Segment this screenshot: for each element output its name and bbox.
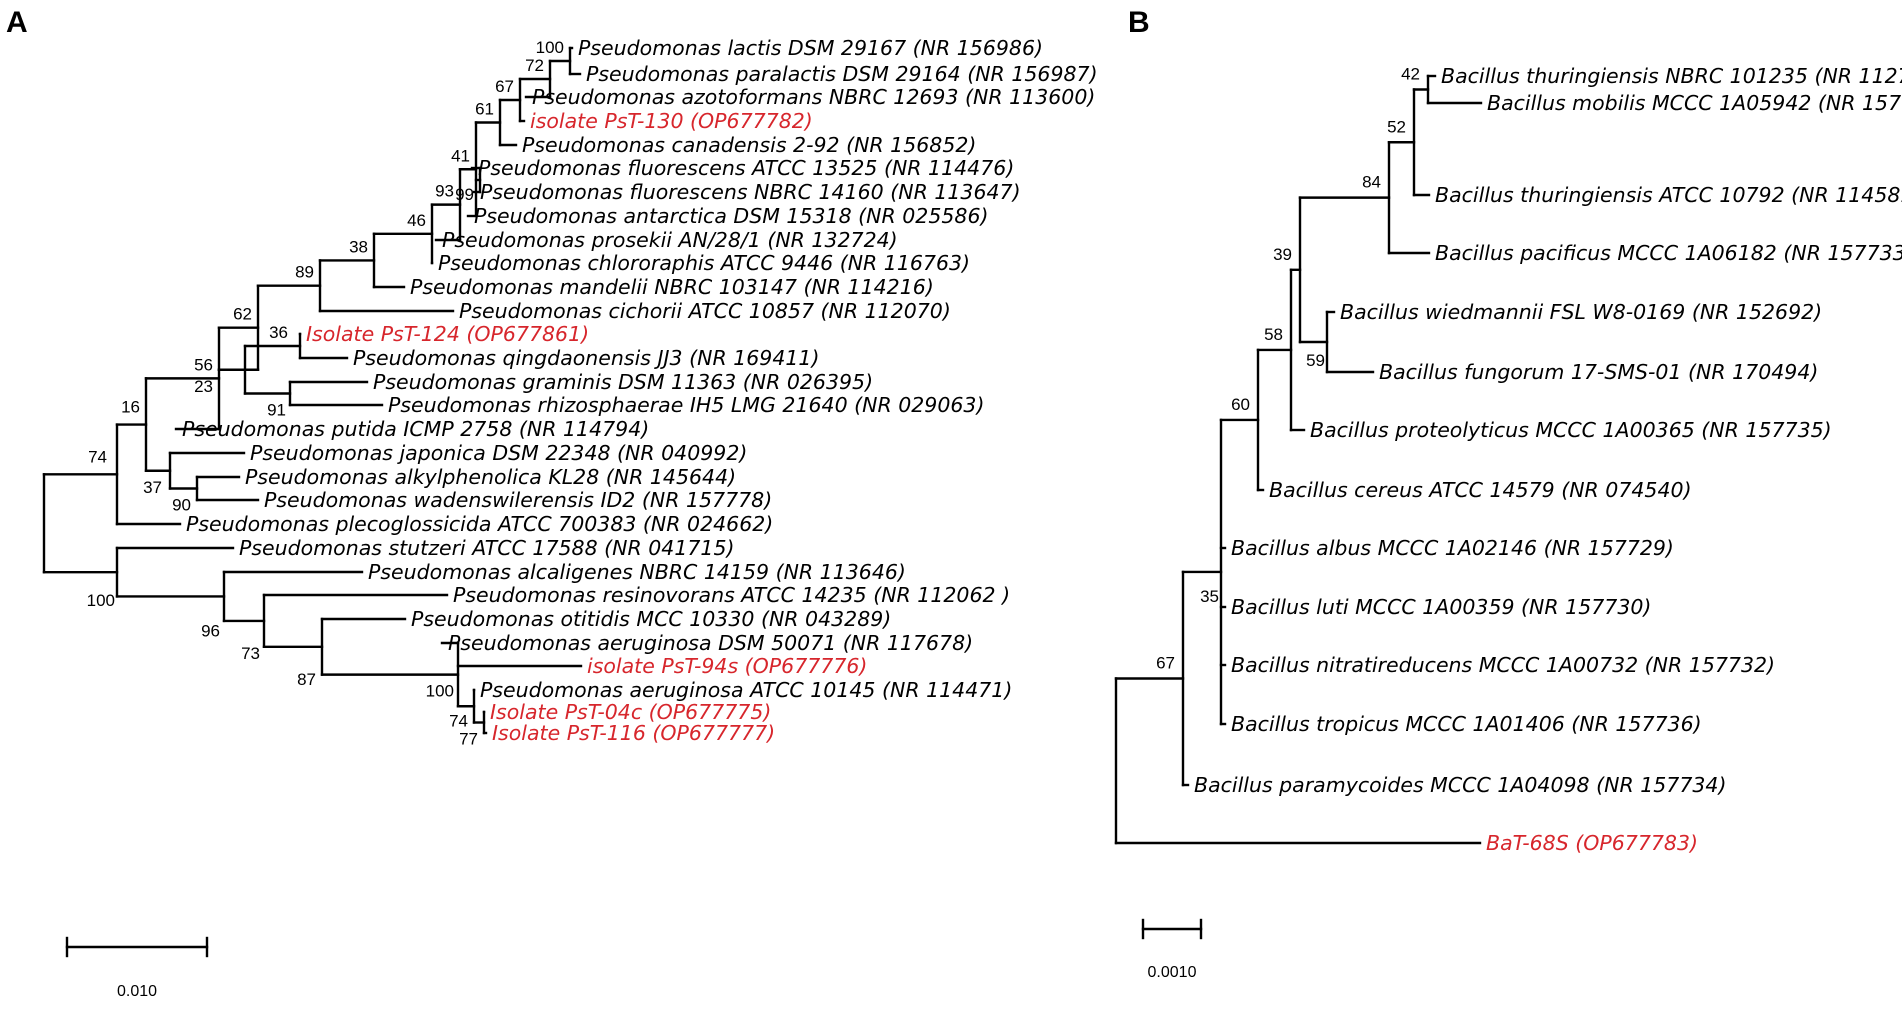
bootstrap-value: 67 [1156, 653, 1175, 672]
bootstrap-value: 87 [297, 670, 316, 689]
isolate-leaf-label: Isolate PsT-124 (OP677861) [306, 322, 589, 346]
taxon-leaf-label: Pseudomonas lactis DSM 29167 (NR 156986) [578, 36, 1043, 60]
taxon-leaf-label: Bacillus nitratireducens MCCC 1A00732 (N… [1231, 653, 1775, 677]
taxon-leaf-label: Pseudomonas graminis DSM 11363 (NR 02639… [373, 370, 873, 394]
taxon-leaf-label: Bacillus pacificus MCCC 1A06182 (NR 1577… [1435, 241, 1902, 265]
bootstrap-value: 90 [172, 496, 191, 515]
taxon-leaf-label: Pseudomonas aeruginosa ATCC 10145 (NR 11… [480, 678, 1012, 702]
taxon-leaf-label: Pseudomonas mandelii NBRC 103147 (NR 114… [410, 275, 934, 299]
tree-panel-a: Pseudomonas lactis DSM 29167 (NR 156986)… [42, 36, 1098, 749]
bootstrap-value: 58 [1264, 325, 1283, 344]
scale-bar-label: 0.0010 [1148, 964, 1197, 981]
bootstrap-value: 16 [121, 398, 140, 417]
bootstrap-value: 100 [87, 591, 115, 610]
isolate-leaf-label: isolate PsT-130 (OP677782) [530, 109, 813, 133]
scale-bar-b: 0.0010 [1141, 918, 1203, 981]
taxon-leaf-label: Bacillus cereus ATCC 14579 (NR 074540) [1269, 478, 1692, 502]
taxon-leaf-label: Pseudomonas alcaligenes NBRC 14159 (NR 1… [368, 560, 906, 584]
bootstrap-value: 74 [449, 711, 468, 730]
taxon-leaf-label: Pseudomonas aeruginosa DSM 50071 (NR 117… [448, 631, 973, 655]
bootstrap-value: 38 [349, 237, 368, 256]
tree-panel-b: Bacillus thuringiensis NBRC 101235 (NR 1… [1114, 64, 1902, 855]
bootstrap-value: 73 [241, 644, 260, 663]
taxon-leaf-label: Pseudomonas otitidis MCC 10330 (NR 04328… [411, 607, 891, 631]
taxon-leaf-label: Bacillus thuringiensis ATCC 10792 (NR 11… [1435, 183, 1902, 207]
bootstrap-value: 91 [267, 401, 286, 420]
bootstrap-value: 96 [201, 621, 220, 640]
bootstrap-value: 59 [1306, 351, 1325, 370]
bootstrap-value: 74 [88, 447, 107, 466]
taxon-leaf-label: Pseudomonas chlororaphis ATCC 9446 (NR 1… [438, 251, 970, 275]
bootstrap-value: 93 [435, 182, 454, 201]
taxon-leaf-label: Bacillus wiedmannii FSL W8-0169 (NR 1526… [1340, 300, 1822, 324]
isolate-leaf-label: Isolate PsT-116 (OP677777) [492, 721, 775, 745]
taxon-leaf-label: Bacillus luti MCCC 1A00359 (NR 157730) [1231, 595, 1651, 619]
bootstrap-value: 60 [1231, 395, 1250, 414]
panel-a-letter: A [6, 6, 28, 39]
isolate-leaf-label: BaT-68S (OP677783) [1486, 831, 1698, 855]
bootstrap-value: 37 [143, 478, 162, 497]
panel-b-letter: B [1128, 6, 1150, 39]
taxon-leaf-label: Bacillus thuringiensis NBRC 101235 (NR 1… [1441, 64, 1902, 88]
taxon-leaf-label: Bacillus proteolyticus MCCC 1A00365 (NR … [1310, 418, 1832, 442]
bootstrap-value: 52 [1387, 117, 1406, 136]
bootstrap-value: 23 [194, 377, 213, 396]
taxon-leaf-label: Bacillus fungorum 17-SMS-01 (NR 170494) [1379, 360, 1818, 384]
bootstrap-value: 100 [426, 682, 454, 701]
bootstrap-value: 67 [495, 77, 514, 96]
taxon-leaf-label: Pseudomonas stutzeri ATCC 17588 (NR 0417… [239, 536, 735, 560]
bootstrap-value: 89 [295, 263, 314, 282]
taxon-leaf-label: Pseudomonas paralactis DSM 29164 (NR 156… [586, 62, 1098, 86]
bootstrap-value: 77 [459, 730, 478, 749]
taxon-leaf-label: Pseudomonas alkylphenolica KL28 (NR 1456… [245, 465, 736, 489]
bootstrap-value: 56 [194, 355, 213, 374]
bootstrap-value: 62 [233, 305, 252, 324]
taxon-leaf-label: Pseudomonas putida ICMP 2758 (NR 114794) [182, 417, 649, 441]
bootstrap-value: 84 [1362, 173, 1381, 192]
taxon-leaf-label: Pseudomonas prosekii AN/28/1 (NR 132724) [442, 228, 898, 252]
taxon-leaf-label: Pseudomonas plecoglossicida ATCC 700383 … [186, 512, 773, 536]
taxon-leaf-label: Pseudomonas resinovorans ATCC 14235 (NR … [453, 583, 1010, 607]
bootstrap-value: 35 [1200, 587, 1219, 606]
bootstrap-value: 100 [536, 38, 564, 57]
bootstrap-value: 36 [269, 323, 288, 342]
bootstrap-value: 72 [525, 56, 544, 75]
bootstrap-value: 41 [451, 146, 470, 165]
taxon-leaf-label: Pseudomonas wadenswilerensis ID2 (NR 157… [264, 488, 772, 512]
scale-bar-label: 0.010 [117, 983, 157, 1000]
bootstrap-value: 42 [1401, 65, 1420, 84]
bootstrap-value: 46 [407, 211, 426, 230]
taxon-leaf-label: Pseudomonas qingdaonensis JJ3 (NR 169411… [353, 346, 819, 370]
taxon-leaf-label: Pseudomonas cichorii ATCC 10857 (NR 1120… [459, 299, 951, 323]
taxon-leaf-label: Pseudomonas azotoformans NBRC 12693 (NR … [532, 85, 1095, 109]
taxon-leaf-label: Pseudomonas fluorescens NBRC 14160 (NR 1… [480, 180, 1021, 204]
taxon-leaf-label: Bacillus paramycoides MCCC 1A04098 (NR 1… [1194, 773, 1726, 797]
taxon-leaf-label: Pseudomonas canadensis 2-92 (NR 156852) [522, 133, 976, 157]
taxon-leaf-label: Bacillus tropicus MCCC 1A01406 (NR 15773… [1231, 712, 1702, 736]
isolate-leaf-label: Isolate PsT-04c (OP677775) [490, 700, 771, 724]
taxon-leaf-label: Pseudomonas rhizosphaerae IH5 LMG 21640 … [388, 393, 984, 417]
taxon-leaf-label: Pseudomonas antarctica DSM 15318 (NR 025… [474, 204, 988, 228]
bootstrap-value: 61 [475, 100, 494, 119]
taxon-leaf-label: Pseudomonas japonica DSM 22348 (NR 04099… [250, 441, 747, 465]
bootstrap-value: 39 [1273, 245, 1292, 264]
isolate-leaf-label: isolate PsT-94s (OP677776) [587, 654, 867, 678]
scale-bar-a: 0.010 [65, 936, 209, 1000]
taxon-leaf-label: Bacillus mobilis MCCC 1A05942 (NR 157731… [1487, 91, 1902, 115]
taxon-leaf-label: Pseudomonas fluorescens ATCC 13525 (NR 1… [478, 156, 1014, 180]
bootstrap-value: 99 [455, 185, 474, 204]
taxon-leaf-label: Bacillus albus MCCC 1A02146 (NR 157729) [1231, 536, 1674, 560]
